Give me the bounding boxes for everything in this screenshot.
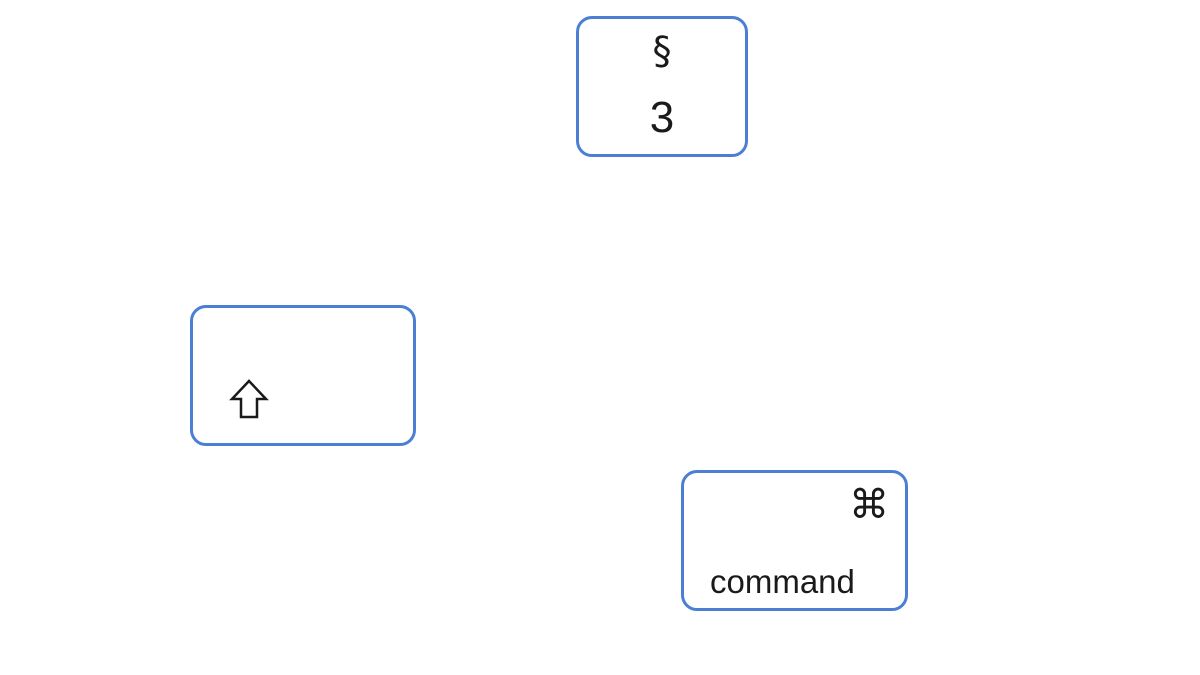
command-label: command (710, 563, 855, 600)
key-command: ⌘ command (681, 470, 908, 611)
shift-arrow-icon (229, 379, 269, 419)
key-3: § 3 (576, 16, 748, 157)
command-icon: ⌘ (849, 482, 889, 528)
section-sign-legend: § (652, 29, 672, 73)
key-shift (190, 305, 416, 446)
digit-3-legend: 3 (649, 93, 675, 142)
